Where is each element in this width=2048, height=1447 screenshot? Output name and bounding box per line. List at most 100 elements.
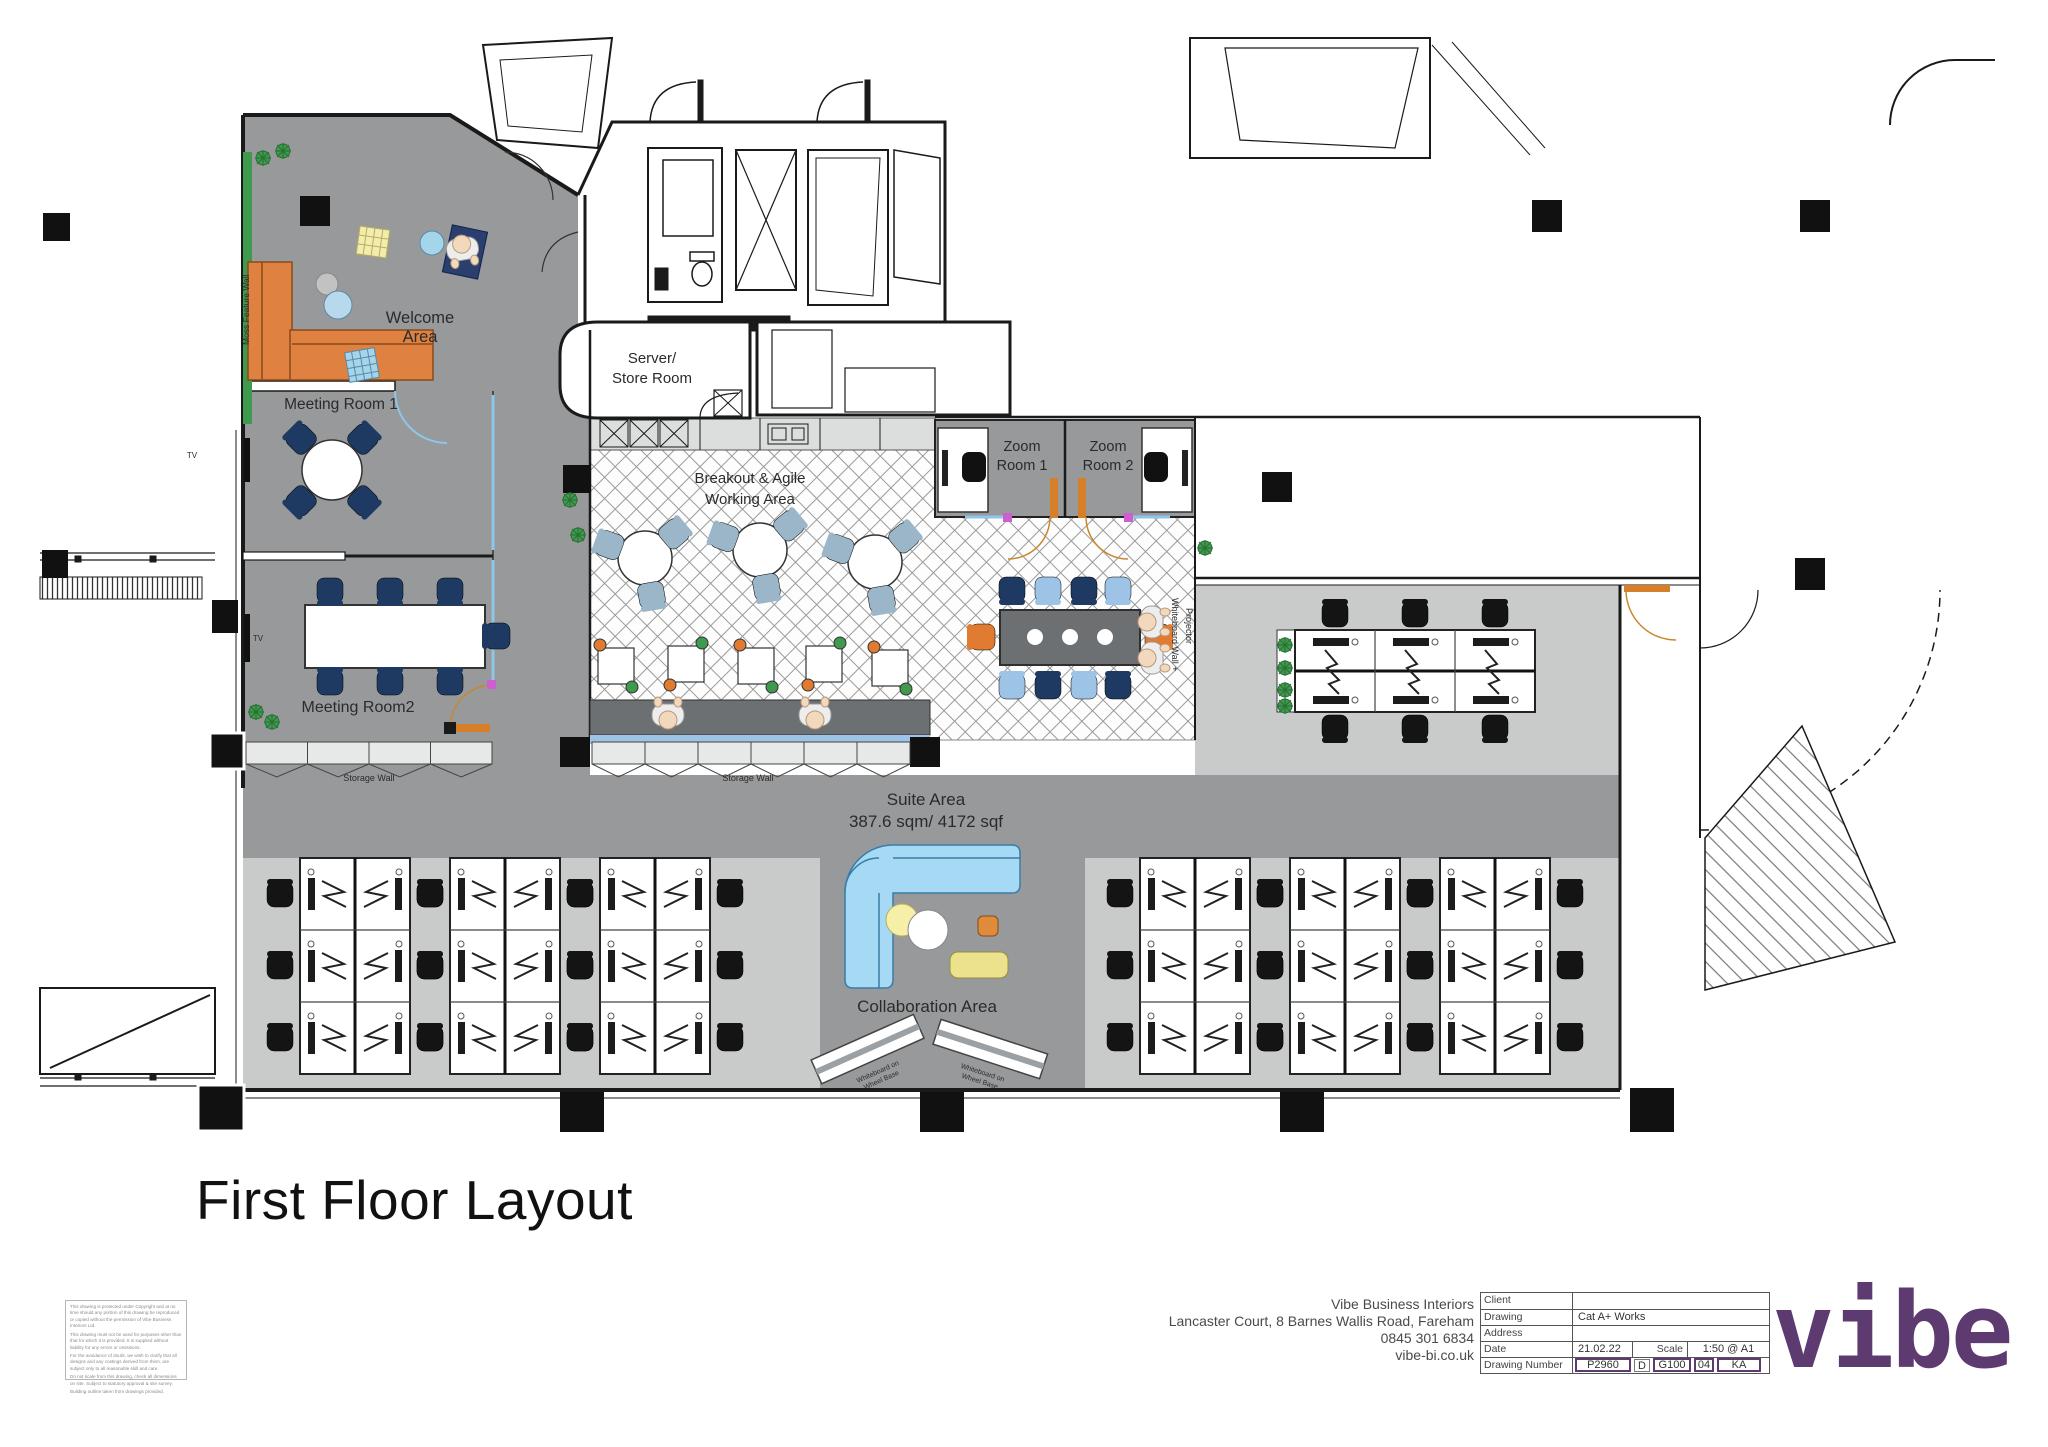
lift-shaft [735,149,797,291]
plant-leaves [570,527,586,543]
office-chair-back [870,606,897,616]
whiteboard-right: Whiteboard on Wheel Base [932,1018,1049,1091]
column [300,196,330,226]
plant-icon [255,150,271,166]
office-chair-back [567,1023,593,1029]
monitor-arm [1460,1024,1488,1052]
desk-grommet [457,868,465,876]
office-chair [282,420,317,455]
office-chair-back [267,951,293,957]
office-chair [1321,714,1349,743]
column [1262,472,1292,502]
monitor-arm [512,1024,540,1052]
office-chair [1034,576,1062,605]
terrace-dashed-arc [1699,589,1941,831]
server-door-box [713,389,743,417]
office-chair [316,577,344,606]
tv-label: TV [187,451,198,460]
office-chair-seat [316,577,344,604]
square-table [737,647,775,685]
office-chair-seat [1070,576,1098,603]
storage-wall-label: Storage Wall [722,773,773,783]
office-chair-seat [716,881,744,908]
column [196,1083,246,1133]
plant-leaves [264,714,280,730]
desk-grommet [1535,940,1543,948]
walkway-post [74,555,82,563]
monitor-arm [1502,1024,1530,1052]
office-chair-back [361,420,382,441]
column [42,550,68,578]
mr1-tv-panel [244,438,250,482]
office-chair-back [717,879,743,885]
person-head [658,710,678,730]
zoom2-hinge [1124,513,1133,522]
office-chair-back [903,519,923,541]
monitor [1535,1022,1542,1054]
office-chair-back [1107,879,1133,885]
office-chair [1106,1023,1134,1052]
monitor-arm [1202,1024,1230,1052]
breakout-bench-glass [590,735,930,744]
office-chair [1256,1023,1284,1052]
storage-unit-chevron [430,763,493,778]
column [1795,558,1825,590]
company-info: Vibe Business Interiors Lancaster Court,… [1169,1296,1474,1364]
monitor-arm [662,1024,690,1052]
office-chair [376,577,404,606]
right-door-arc [1625,589,1677,641]
column [1630,1088,1674,1132]
whiteboard-wall-label: Whiteboard Wall + [1170,598,1180,671]
storage-unit-chevron [368,763,431,778]
office-chair [998,576,1026,605]
monitor [1448,1022,1455,1054]
core-side-door-arc [541,231,579,273]
desk-grommet [1297,1012,1305,1020]
office-chair-seat [266,1025,294,1052]
office-chair-back [1557,879,1583,885]
stair-inner [815,157,881,297]
door-arc [816,81,864,123]
person-hand [1159,607,1171,617]
office-chair-back [267,1023,293,1029]
desk-grommet [395,868,403,876]
storage-unit [644,741,699,765]
office-chair-back [999,599,1025,605]
desk-grommet [1147,940,1155,948]
column [560,1092,604,1132]
desk-grommet [1385,940,1393,948]
monitor [1393,696,1429,704]
office-chair [716,879,744,908]
office-chair-back [417,879,443,885]
disclaimer-paragraph: For the avoidance of doubt, we wish to c… [70,1352,177,1371]
office-chair [376,667,404,696]
drawing-number-value: P2960 [1575,1358,1631,1372]
office-chair-back [821,532,835,558]
issue-value: 04 [1694,1358,1714,1372]
office-chair [282,485,317,520]
monitor-arm [1202,880,1230,908]
office-chair-back [591,528,605,554]
office-chair-back [1035,599,1061,605]
office-chair [658,515,693,550]
address-value [1573,1326,1769,1341]
person-icon [651,696,685,730]
office-chair-seat [1406,881,1434,908]
mr1-door-arc [394,390,448,444]
office-chair-back [717,951,743,957]
storage-unit-chevron [644,763,699,778]
disclaimer-paragraph: Do not scale from this drawing, check al… [70,1374,177,1386]
sheet-value: G100 [1653,1358,1691,1372]
breakout-label: Breakout & Agile [695,470,806,487]
office-chair-back [1257,879,1283,885]
office-chair-back [482,623,488,649]
desk-divider [600,929,710,1003]
column [212,600,238,633]
office-chair-back [361,499,382,520]
column [208,731,246,771]
monitor-arm [320,952,348,980]
office-chair-seat [1321,714,1349,741]
office-chair-seat [1406,953,1434,980]
plant-leaves [1277,637,1293,653]
company-address: Lancaster Court, 8 Barnes Wallis Road, F… [1168,1313,1474,1329]
